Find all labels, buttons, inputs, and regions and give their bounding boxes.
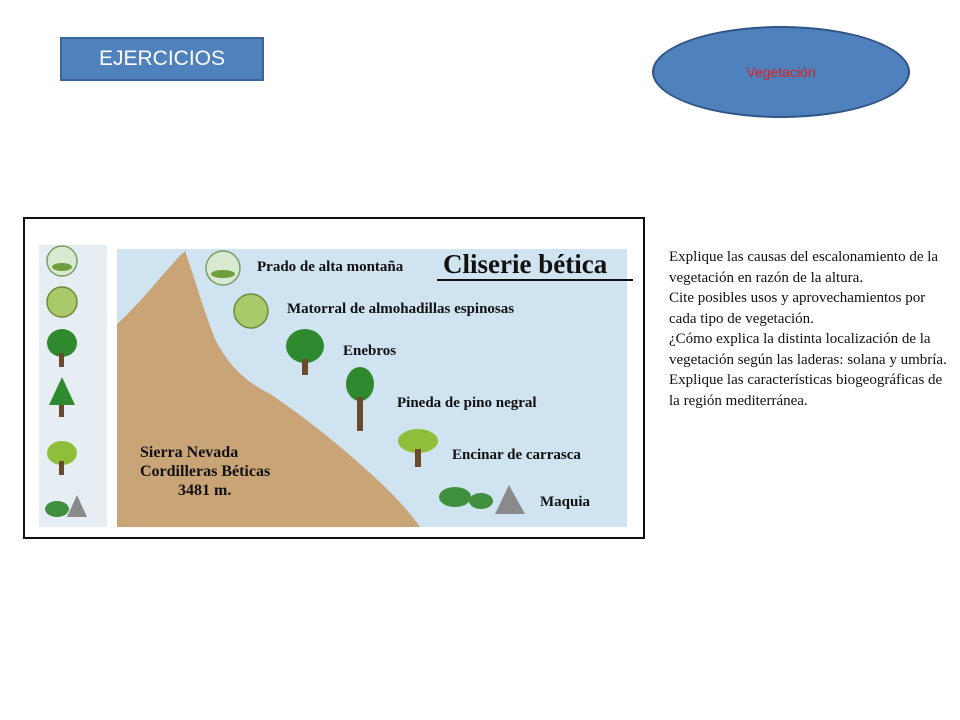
question-3: ¿Cómo explica la distinta localización d… [669, 331, 947, 368]
meadow-circle-icon [205, 250, 241, 286]
location-line-1: Sierra Nevada [140, 444, 239, 461]
juniper-icon [286, 329, 324, 363]
pine-tree-icon [49, 377, 75, 405]
vegetacion-label: Vegetación [746, 64, 816, 80]
juniper-tree-icon [47, 329, 77, 357]
legend-column [39, 245, 107, 527]
cliserie-illustration [39, 245, 627, 527]
level-label-enebros: Enebros [343, 343, 397, 359]
cushion-shrub-icon [46, 286, 78, 318]
title-underline [437, 279, 633, 281]
question-1: Explique las causas del escalonamiento d… [669, 249, 939, 286]
level-label-maquia: Maquia [540, 494, 591, 510]
location-line-2: Cordilleras Béticas [140, 463, 271, 480]
location-altitude: 3481 m. [178, 482, 232, 499]
level-icons [205, 250, 525, 514]
exercise-questions: Explique las causas del escalonamiento d… [669, 247, 949, 411]
oak-trunk-icon [59, 461, 64, 475]
maquia-rock-icon [495, 485, 525, 514]
grass-circle-icon [46, 245, 78, 277]
level-label-pineda: Pineda de pino negral [397, 395, 537, 411]
level-label-matorral: Matorral de almohadillas espinosas [287, 301, 515, 317]
ejercicios-button[interactable]: EJERCICIOS [60, 37, 264, 81]
location-label: Sierra Nevada Cordilleras Béticas 3481 m… [140, 443, 270, 500]
meadow-icon [52, 263, 72, 271]
juniper-trunk-icon [59, 353, 64, 367]
vegetacion-oval-button[interactable]: Vegetación [652, 26, 910, 118]
mountain-slope [117, 251, 420, 527]
cushion-circle-icon [233, 293, 269, 329]
pine-icon [346, 367, 374, 401]
oak-tree-icon [47, 441, 77, 465]
rock-icon [67, 495, 87, 517]
cliserie-figure: Cliserie bética Prado de alta montaña Ma… [23, 217, 645, 539]
question-2: Cite posibles usos y aprovechamientos po… [669, 290, 926, 327]
figure-title: Cliserie bética [443, 249, 608, 279]
question-4: Explique las características biogeográfi… [669, 372, 943, 409]
pine-trunk-icon [59, 405, 64, 417]
oak-icon [398, 429, 438, 453]
level-label-encinar: Encinar de carrasca [452, 447, 581, 463]
legend-icons [45, 245, 87, 517]
level-label-prado: Prado de alta montaña [257, 259, 404, 275]
maquia-icon [439, 487, 471, 507]
maquia-shrub-icon [45, 501, 69, 517]
